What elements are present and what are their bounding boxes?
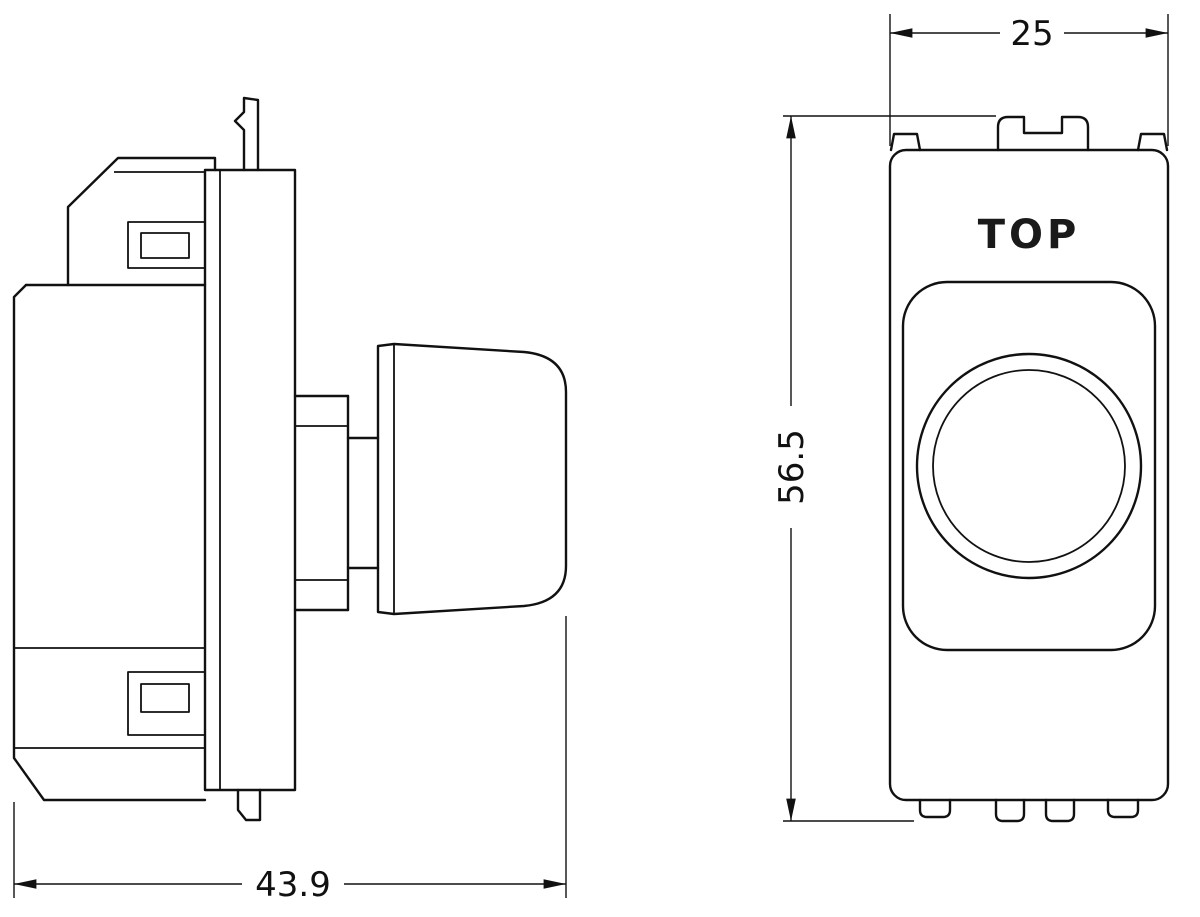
front-recess bbox=[901, 280, 1157, 652]
knob-outer-circle bbox=[915, 352, 1143, 580]
shaft-assembly bbox=[293, 394, 380, 612]
module-front-body bbox=[888, 148, 1170, 802]
front-view: TOP bbox=[888, 115, 1170, 823]
dimension-side-depth: 43.9 bbox=[13, 616, 567, 905]
rear-body-outline bbox=[12, 283, 207, 802]
dim-text-mask bbox=[1000, 12, 1064, 54]
bottom-foot-2 bbox=[994, 798, 1026, 823]
top-clip-front bbox=[996, 115, 1090, 152]
knob-inner-circle bbox=[932, 369, 1126, 563]
face-plate bbox=[203, 168, 297, 792]
dim-value-width: 25 bbox=[1010, 14, 1053, 54]
bottom-foot-side bbox=[236, 788, 262, 822]
dim-value-height: 56.5 bbox=[772, 429, 812, 505]
carrier-outline bbox=[66, 156, 217, 287]
upper-terminal-window bbox=[127, 221, 206, 269]
dim-text-mask bbox=[769, 406, 813, 528]
top-ear-right bbox=[1136, 132, 1169, 152]
dimension-front-height: 56.5 bbox=[769, 115, 996, 822]
top-ear-left bbox=[889, 132, 922, 152]
dim-value-depth: 43.9 bbox=[255, 865, 331, 905]
lower-terminal-window bbox=[127, 671, 206, 736]
lower-terminal-screw bbox=[140, 683, 190, 713]
knob-side-profile bbox=[376, 342, 568, 616]
dim-text-mask bbox=[242, 863, 344, 905]
bottom-foot-1 bbox=[918, 798, 952, 819]
side-view bbox=[12, 96, 568, 822]
top-marking-label: TOP bbox=[978, 212, 1081, 258]
upper-terminal-screw bbox=[140, 232, 190, 259]
top-clip-side bbox=[233, 96, 260, 172]
bottom-foot-3 bbox=[1044, 798, 1076, 823]
dimension-front-width: 25 bbox=[889, 12, 1169, 146]
bottom-foot-4 bbox=[1106, 798, 1140, 819]
